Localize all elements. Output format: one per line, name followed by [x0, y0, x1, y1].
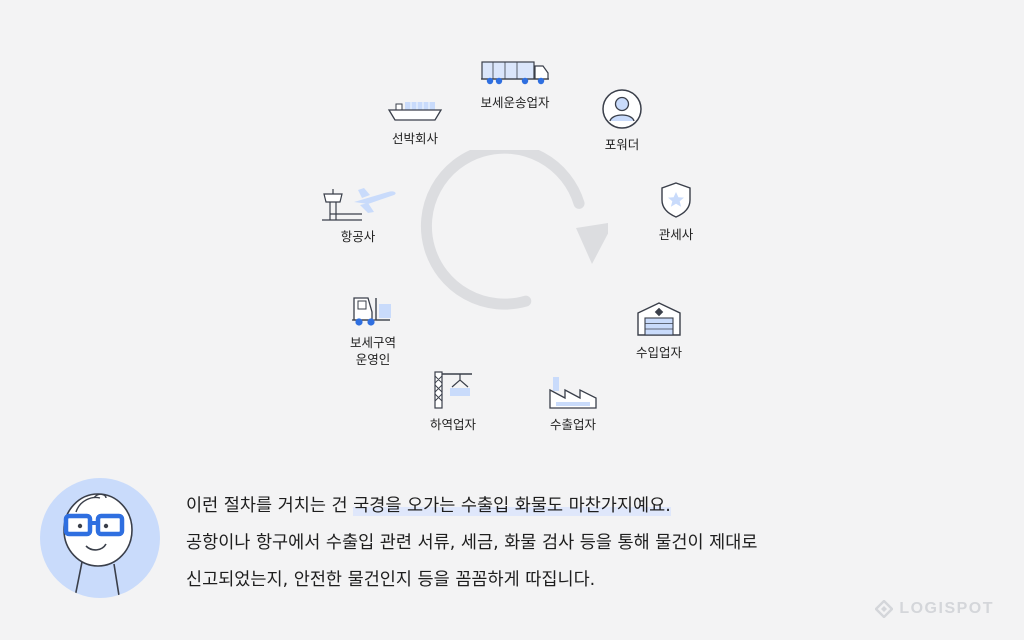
dialogue-line-2: 공항이나 항구에서 수출입 관련 서류, 세금, 화물 검사 등을 통해 물건이…	[186, 533, 758, 553]
node-exporter: 수출업자	[538, 374, 608, 433]
label-bonded-area-line2: 운영인	[355, 352, 391, 367]
cycle-arrow-icon	[420, 150, 608, 310]
factory-icon	[549, 377, 597, 409]
brand-logo-text: LOGISPOT	[899, 600, 994, 617]
label-bonded-transporter: 보세운송업자	[480, 95, 550, 110]
node-forwarder: 포워더	[592, 88, 652, 153]
dialogue-line-3: 신고되었는지, 안전한 물건인지 등을 꼼꼼하게 따집니다.	[186, 570, 596, 590]
warehouse-icon	[637, 302, 681, 336]
airplane-tower-icon	[322, 188, 396, 221]
forklift-icon	[352, 297, 391, 326]
node-shipping-line: 선박회사	[380, 100, 450, 147]
node-customs-broker: 관세사	[644, 180, 708, 243]
node-bonded-area-operator: 보세구역 운영인	[338, 292, 408, 368]
node-airline: 항공사	[318, 186, 398, 245]
node-stevedore: 하역업자	[418, 368, 488, 433]
node-importer: 수입업자	[624, 300, 694, 361]
dialogue-line-1: 이런 절차를 거치는 건 국경을 오가는 수출입 화물도 마찬가지예요.	[186, 494, 757, 518]
container-ship-icon	[387, 102, 443, 121]
label-importer: 수입업자	[635, 345, 682, 360]
label-forwarder: 포워더	[604, 137, 640, 152]
label-bonded-area-operator: 보세구역 운영인	[350, 334, 396, 368]
label-bonded-area-line1: 보세구역	[349, 335, 396, 350]
crane-icon	[434, 371, 472, 409]
brand-watermark: LOGISPOT	[875, 600, 994, 618]
logispot-logo-icon	[875, 600, 894, 618]
truck-icon	[481, 61, 549, 85]
police-badge-icon	[661, 182, 691, 218]
label-stevedore: 하역업자	[429, 417, 476, 432]
label-airline: 항공사	[340, 229, 376, 244]
dialogue-line-1-plain: 이런 절차를 거치는 건	[186, 496, 354, 516]
dialogue-text: 이런 절차를 거치는 건 국경을 오가는 수출입 화물도 마찬가지예요. 공항이…	[186, 494, 757, 605]
person-icon	[602, 89, 642, 129]
node-bonded-transporter: 보세운송업자	[470, 58, 560, 111]
logistics-cycle-diagram: 보세운송업자 포워더 관세사 수입업자	[318, 58, 708, 433]
dialogue-line-1-highlight: 국경을 오가는 수출입 화물도 마찬가지예요.	[353, 496, 671, 516]
label-customs-broker: 관세사	[658, 227, 694, 242]
label-shipping-line: 선박회사	[391, 131, 438, 146]
label-exporter: 수출업자	[549, 417, 596, 432]
avatar-character-illustration	[40, 478, 160, 598]
